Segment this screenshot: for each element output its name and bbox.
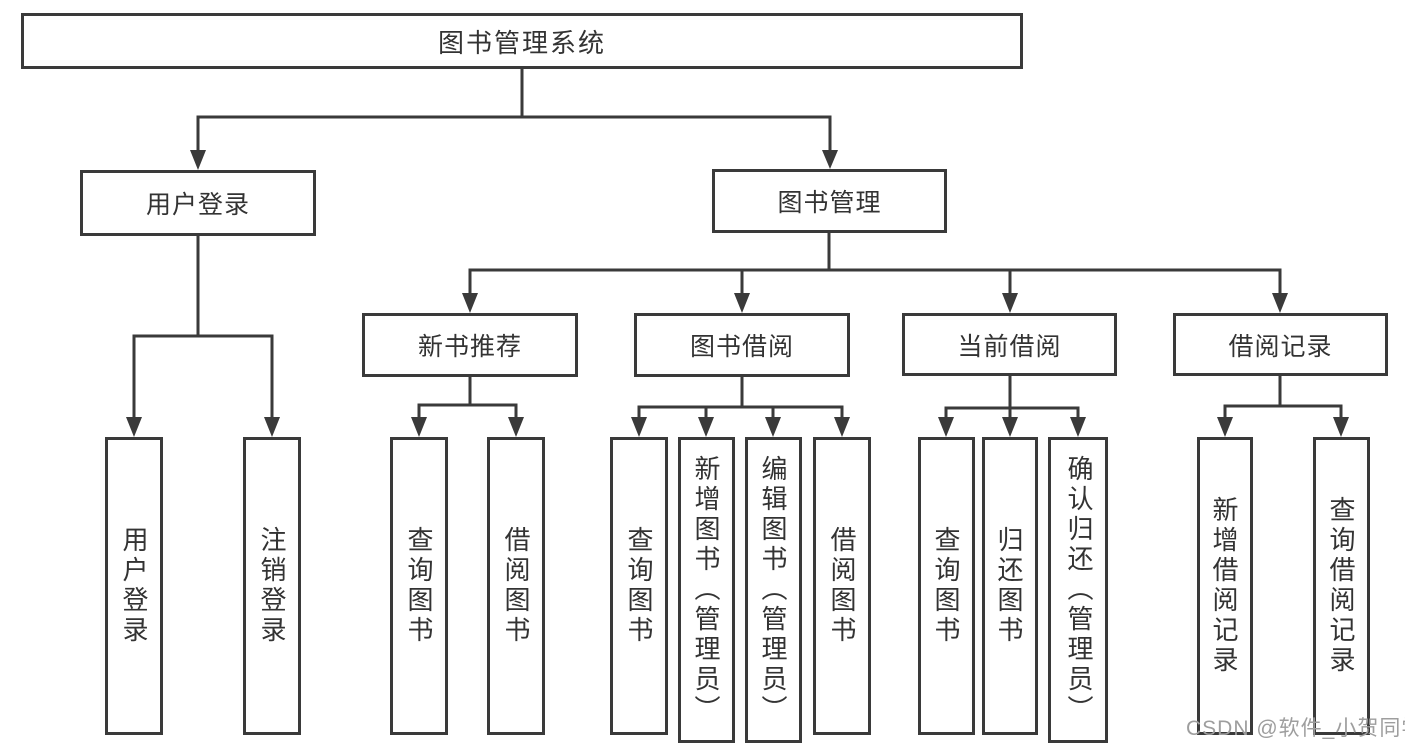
node-book-management: 图书管理	[712, 169, 947, 233]
watermark: CSDN @软件_小贺同学	[1186, 717, 1405, 740]
node-leaf-newbook-borrow-books: 借阅图书	[487, 437, 545, 735]
node-leaf-logout: 注销登录	[243, 437, 301, 735]
connector-current-borrow	[938, 376, 1086, 437]
node-leaf-borrowing-add-book-admin: 新增图书（管理员）	[678, 437, 735, 743]
node-leaf-borrowing-query-books: 查询图书	[610, 437, 668, 735]
node-leaf-records-query-record: 查询借阅记录	[1313, 437, 1370, 735]
node-book-borrowing: 图书借阅	[634, 313, 850, 377]
node-leaf-current-query-books: 查询图书	[918, 437, 975, 735]
node-leaf-user-login: 用户登录	[105, 437, 163, 735]
node-root: 图书管理系统	[21, 13, 1023, 69]
node-borrow-records: 借阅记录	[1173, 313, 1388, 376]
connector-user-login	[126, 236, 280, 437]
connector-book-mgmt	[462, 233, 1288, 313]
connector-root	[190, 69, 838, 170]
connector-new-books	[411, 377, 524, 437]
node-leaf-borrowing-borrow-books: 借阅图书	[813, 437, 871, 735]
connector-book-borrow	[631, 377, 850, 437]
connector-borrow-records	[1217, 376, 1349, 437]
node-leaf-records-add-record: 新增借阅记录	[1197, 437, 1253, 735]
node-leaf-borrowing-edit-book-admin: 编辑图书（管理员）	[745, 437, 802, 743]
node-leaf-current-return-books: 归还图书	[982, 437, 1038, 735]
node-new-book-recommend: 新书推荐	[362, 313, 578, 377]
node-user-login: 用户登录	[80, 170, 316, 236]
node-leaf-newbook-query-books: 查询图书	[390, 437, 448, 735]
node-leaf-current-confirm-return-admin: 确认归还（管理员）	[1048, 437, 1108, 743]
node-current-borrowing: 当前借阅	[902, 313, 1117, 376]
